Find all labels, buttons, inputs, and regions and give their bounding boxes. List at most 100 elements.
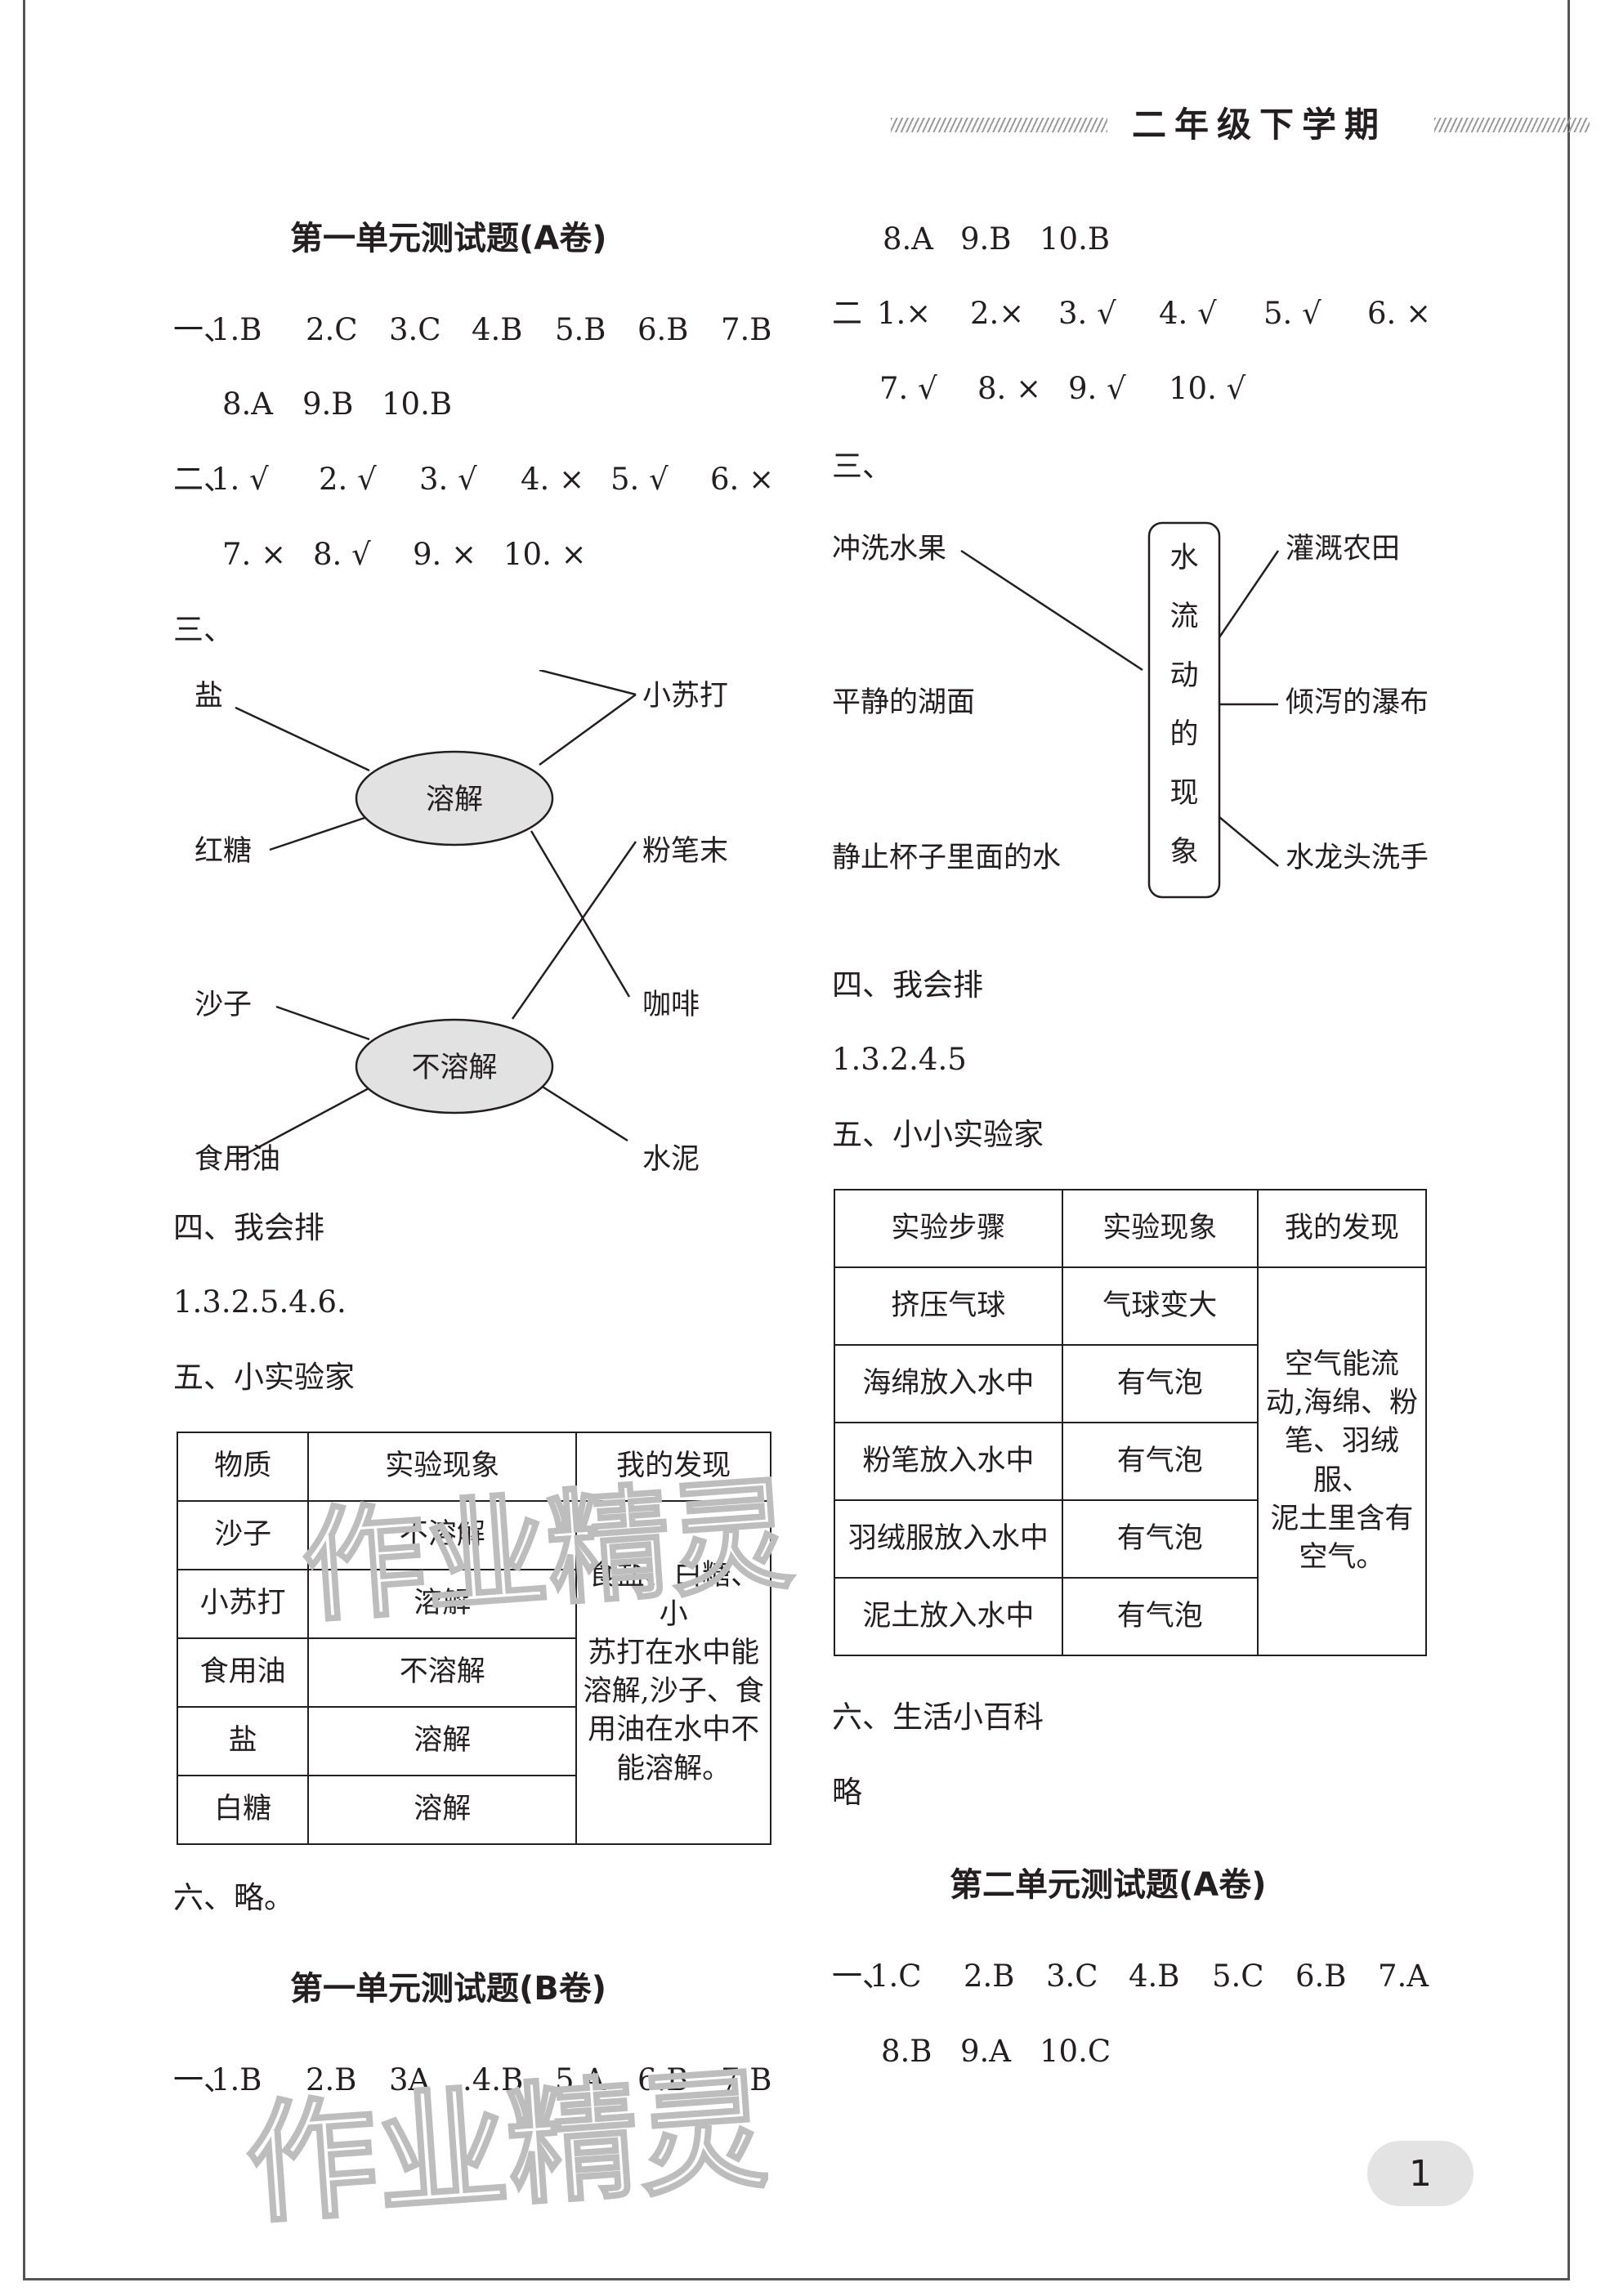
table-finding-cell: 空气能流 动,海绵、粉 笔、羽绒服、 泥土里含有 空气。 bbox=[1256, 1266, 1428, 1656]
diagram-center-char: 动 bbox=[1169, 659, 1199, 692]
table-header: 实验现象 bbox=[1061, 1189, 1259, 1268]
unit1a-sec5-label: 五、小实验家 bbox=[173, 1360, 355, 1395]
finding-line: 食盐、白糖、小 bbox=[588, 1559, 760, 1631]
answer: 9. × bbox=[413, 537, 477, 572]
answer: 6.B bbox=[637, 312, 689, 347]
answer: 8. √ bbox=[313, 537, 371, 572]
table-header: 我的发现 bbox=[1256, 1189, 1428, 1268]
answer: 9.B bbox=[960, 221, 1012, 257]
unit1b-sec4-answer: 1.3.2.4.5 bbox=[832, 1042, 967, 1077]
answer: 7.A bbox=[1378, 1959, 1429, 1994]
unit1a-sec6: 六、略。 bbox=[173, 1880, 294, 1915]
finding-line: 笔、羽绒服、 bbox=[1284, 1425, 1399, 1497]
answer: 8. × bbox=[977, 371, 1042, 406]
header-hatch-right bbox=[1434, 118, 1590, 132]
table-header: 实验步骤 bbox=[834, 1189, 1063, 1268]
table-header: 物质 bbox=[176, 1432, 310, 1502]
answer: 7.B bbox=[721, 312, 772, 347]
match-line bbox=[529, 1077, 628, 1142]
unit1a-sec1-label: 一、 bbox=[173, 312, 234, 347]
answer: .4.B bbox=[463, 2062, 524, 2097]
header-hatch-left bbox=[891, 118, 1107, 132]
table-cell: 白糖 bbox=[176, 1775, 310, 1845]
answer: 10. × bbox=[503, 537, 587, 572]
answer: 9. √ bbox=[1068, 371, 1126, 406]
diagram-center-char: 流 bbox=[1169, 601, 1199, 633]
answer: 6.B bbox=[1295, 1959, 1347, 1994]
table-cell: 羽绒服放入水中 bbox=[834, 1499, 1063, 1579]
finding-line: 溶解,沙子、食 bbox=[583, 1675, 764, 1708]
answer: 1.B bbox=[211, 312, 262, 347]
table-header: 实验现象 bbox=[307, 1432, 578, 1502]
table-cell: 溶解 bbox=[307, 1569, 578, 1639]
answer: 4.B bbox=[1129, 1959, 1180, 1994]
match-line bbox=[511, 841, 637, 1020]
finding-line: 苏打在水中能 bbox=[588, 1636, 760, 1669]
table-cell: 盐 bbox=[176, 1706, 310, 1776]
diagram-item: 红糖 bbox=[195, 835, 253, 868]
match-line bbox=[239, 1079, 383, 1159]
page-number: 1 bbox=[1367, 2141, 1474, 2206]
diagram-item: 盐 bbox=[195, 680, 224, 712]
table-cell: 食用油 bbox=[176, 1637, 310, 1708]
diagram-item: 咖啡 bbox=[642, 989, 700, 1021]
finding-line: 泥土里含有 bbox=[1270, 1502, 1414, 1535]
diagram-center-label: 溶解 bbox=[425, 784, 484, 816]
diagram-item: 小苏打 bbox=[642, 680, 729, 712]
table-cell: 溶解 bbox=[307, 1706, 578, 1776]
answer: 3. √ bbox=[419, 462, 477, 497]
answer: 2. √ bbox=[319, 462, 377, 497]
answer: 8.B bbox=[881, 2034, 932, 2069]
answer: 10.B bbox=[1040, 221, 1111, 257]
watermark-lower: 作业精灵 bbox=[245, 2055, 768, 2243]
table-cell: 不溶解 bbox=[307, 1637, 578, 1708]
table-cell: 挤压气球 bbox=[834, 1266, 1063, 1346]
diagram-center-char: 水 bbox=[1169, 542, 1199, 574]
answer: 7. √ bbox=[879, 371, 937, 406]
answer: 9.B bbox=[302, 386, 354, 422]
answer: 6.B bbox=[637, 2062, 689, 2097]
table-cell: 小苏打 bbox=[176, 1569, 310, 1639]
center-box bbox=[1147, 521, 1221, 899]
finding-line: 动,海绵、粉 bbox=[1265, 1387, 1418, 1419]
answer: 4. × bbox=[521, 462, 585, 497]
answer: 5. √ bbox=[610, 462, 669, 497]
match-line bbox=[269, 815, 370, 851]
diagram-item: 食用油 bbox=[195, 1143, 281, 1176]
unit1a-sec4-label: 四、我会排 bbox=[173, 1210, 324, 1245]
diagram-item: 冲洗水果 bbox=[832, 533, 947, 565]
table-cell: 沙子 bbox=[176, 1500, 310, 1570]
diagram-center-char: 象 bbox=[1169, 836, 1199, 869]
answer: 6. × bbox=[1367, 296, 1432, 331]
table-cell: 粉笔放入水中 bbox=[834, 1422, 1063, 1501]
unit1b-sec2-label: 二 bbox=[832, 296, 862, 331]
diagram-item: 粉笔末 bbox=[642, 835, 729, 868]
answer: 2.× bbox=[970, 296, 1025, 331]
diagram-item: 平静的湖面 bbox=[832, 686, 976, 719]
answer: 5. √ bbox=[1263, 296, 1321, 331]
match-line bbox=[275, 1005, 370, 1041]
table-header: 我的发现 bbox=[575, 1432, 771, 1502]
answer: 3.C bbox=[389, 312, 441, 347]
table-cell: 海绵放入水中 bbox=[834, 1344, 1063, 1423]
answer: 3. √ bbox=[1058, 296, 1116, 331]
unit1b-sec6-label: 六、生活小百科 bbox=[832, 1700, 1044, 1735]
unit1b-sec4-label: 四、我会排 bbox=[832, 967, 983, 1003]
unit1a-sec2-label: 二、 bbox=[173, 462, 234, 497]
table-finding-cell: 食盐、白糖、小 苏打在水中能 溶解,沙子、食 用油在水中不 能溶解。 bbox=[575, 1500, 771, 1845]
table-cell: 有气泡 bbox=[1061, 1577, 1259, 1656]
unit1b-sec1-label: 一、 bbox=[173, 2062, 234, 2097]
answer: 1.C bbox=[870, 1959, 922, 1994]
finding-line: 空气。 bbox=[1299, 1541, 1385, 1574]
diagram-item: 倾泻的瀑布 bbox=[1286, 686, 1429, 719]
match-line bbox=[539, 693, 637, 766]
unit1b-sec3-label: 三、 bbox=[832, 449, 892, 484]
diagram-item: 静止杯子里面的水 bbox=[832, 842, 1062, 874]
finding-line: 空气能流 bbox=[1284, 1347, 1399, 1381]
unit1a-title: 第一单元测试题(A卷) bbox=[290, 220, 607, 257]
answer: 7. × bbox=[222, 537, 287, 572]
table-cell: 有气泡 bbox=[1061, 1344, 1259, 1423]
answer: 2.B bbox=[964, 1959, 1015, 1994]
water-flow-matching-diagram bbox=[960, 521, 1280, 899]
page-frame-bottom bbox=[23, 2278, 1570, 2280]
